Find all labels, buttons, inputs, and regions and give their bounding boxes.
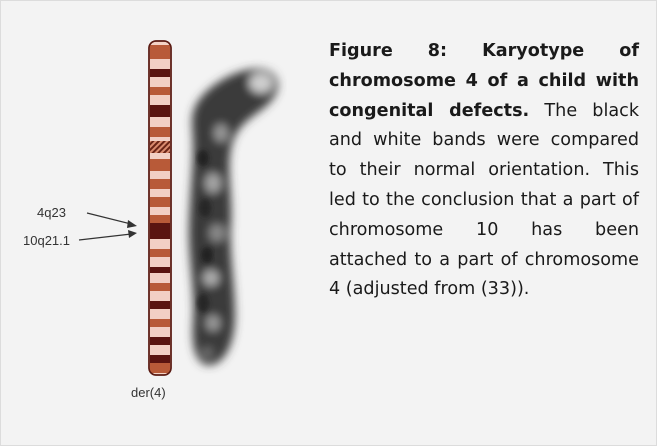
chromosome-photo [189, 69, 278, 365]
band-label-10q21-1: 10q21.1 [23, 230, 137, 248]
caption-body: The black and white bands were compared … [329, 101, 639, 300]
ideogram-band [150, 87, 170, 95]
ideogram-band [150, 59, 170, 69]
ideogram-band [150, 229, 170, 239]
band-label-4q23: 4q23 [37, 205, 137, 228]
ideogram-band [150, 239, 170, 249]
ideogram-band [150, 291, 170, 301]
figure-caption: Figure 8: Karyotype of chromosome 4 of a… [329, 37, 639, 305]
ideogram-band [150, 273, 170, 283]
ideogram-band [150, 77, 170, 87]
ideogram-band [150, 363, 170, 373]
karyotype-figure: 4q23 10q21.1 [21, 23, 311, 403]
chromosome-label: der(4) [131, 385, 166, 400]
svg-text:10q21.1: 10q21.1 [23, 233, 70, 248]
ideogram-band [150, 319, 170, 327]
ideogram-band [150, 207, 170, 215]
ideogram-band [150, 189, 170, 197]
ideogram-band [150, 95, 170, 105]
ideogram-band [150, 345, 170, 355]
ideogram-band [150, 223, 170, 229]
ideogram-band [150, 105, 170, 117]
ideogram-band [150, 257, 170, 267]
ideogram-band [150, 327, 170, 337]
ideogram-band [150, 267, 170, 273]
ideogram-band [150, 337, 170, 345]
hatched-band [150, 141, 170, 153]
ideogram-band [150, 355, 170, 363]
svg-text:4q23: 4q23 [37, 205, 66, 220]
ideogram-band [150, 45, 170, 59]
ideogram-band [150, 249, 170, 257]
ideogram-band [150, 137, 170, 141]
ideogram-band [150, 127, 170, 137]
ideogram-band [150, 283, 170, 291]
ideogram-band [150, 301, 170, 309]
ideogram-band [150, 159, 170, 171]
ideogram-band [150, 171, 170, 179]
ideogram-band [150, 179, 170, 189]
ideogram-band [150, 215, 170, 223]
ideogram-band [150, 309, 170, 319]
chromosome-ideogram [149, 41, 171, 375]
ideogram-band [150, 69, 170, 77]
ideogram-band [150, 197, 170, 207]
ideogram-band [150, 117, 170, 127]
ideogram-band [150, 153, 170, 159]
